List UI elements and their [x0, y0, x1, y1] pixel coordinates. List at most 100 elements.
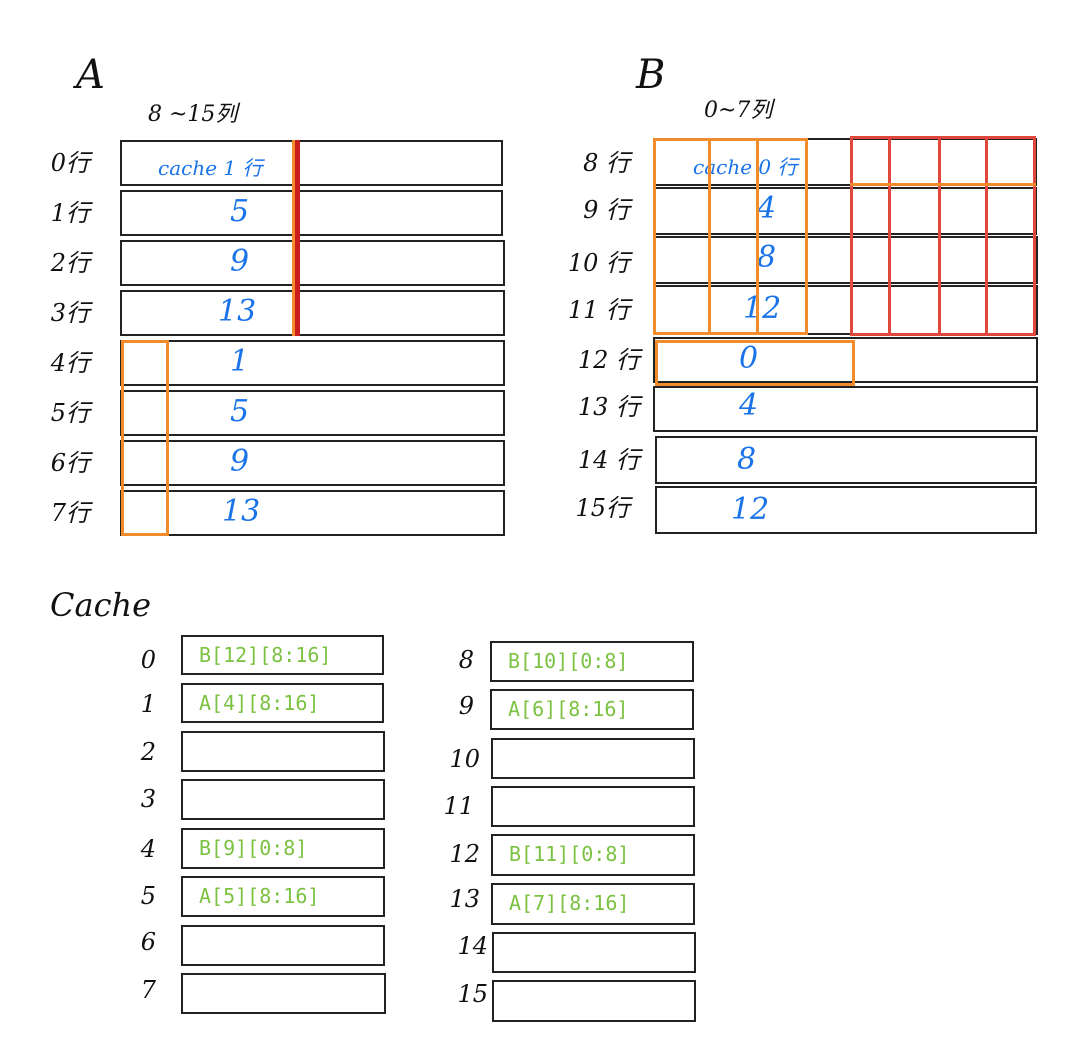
matrix-a-row: cache 1 行	[120, 140, 503, 186]
matrix-b-red-divider	[985, 136, 988, 336]
cache-slot: A[7][8:16]	[491, 883, 695, 925]
matrix-a-row-label: 6行	[50, 449, 90, 477]
cache-slot	[181, 925, 385, 966]
matrix-a-row-label: 5行	[50, 399, 90, 427]
cache-index: 15	[457, 980, 488, 1008]
matrix-a-cell-label: 9	[230, 244, 250, 279]
matrix-b-row: 0	[653, 337, 1038, 383]
matrix-a-cell-label: 13	[222, 494, 261, 529]
matrix-a-row-label: 3行	[50, 299, 90, 327]
matrix-b-row-label: 14 行	[577, 446, 640, 474]
matrix-b-red-divider	[888, 136, 891, 336]
matrix-b-row: 8	[653, 236, 1038, 284]
cache-slot-content: A[6][8:16]	[508, 697, 629, 721]
matrix-b-row: 4	[653, 187, 1037, 235]
matrix-a-row: 9	[120, 440, 505, 486]
matrix-a-row-label: 7行	[50, 499, 90, 527]
matrix-a-red-column-highlight	[294, 140, 300, 336]
matrix-b-cell-label: 0	[739, 341, 759, 376]
cache-index: 13	[449, 885, 480, 913]
matrix-a-cell-label: 5	[230, 394, 250, 429]
cache-slot	[181, 731, 385, 772]
cache-index: 6	[140, 928, 156, 956]
matrix-b-orange-divider	[708, 138, 711, 335]
cache-index: 1	[140, 690, 156, 718]
cache-slot	[491, 786, 695, 827]
matrix-a-row-label: 1行	[50, 199, 90, 227]
matrix-b-title: B	[636, 52, 666, 98]
cache-slot	[492, 932, 696, 973]
cache-slot: B[11][0:8]	[491, 834, 695, 876]
matrix-a-row: 1	[120, 340, 505, 386]
cache-slot: B[10][0:8]	[490, 641, 694, 682]
matrix-a-column-note: 8 ~15列	[148, 102, 238, 127]
cache-index: 4	[140, 835, 156, 863]
cache-slot-content: B[11][0:8]	[509, 842, 630, 866]
matrix-a-cell-label: 5	[230, 194, 250, 229]
cache-slot: A[4][8:16]	[181, 683, 384, 723]
matrix-a-cell-label: 9	[230, 444, 250, 479]
matrix-b-cell-label: 4	[739, 388, 759, 423]
cache-index: 10	[449, 745, 480, 773]
matrix-b-row: 12	[653, 285, 1038, 335]
matrix-a-row-label: 4行	[50, 349, 90, 377]
matrix-a-row: 5	[120, 190, 503, 236]
cache-slot-content: A[5][8:16]	[199, 884, 320, 908]
matrix-b-cell-label: 12	[731, 492, 770, 527]
matrix-a-row-label: 0行	[50, 149, 90, 177]
cache-slot	[181, 779, 385, 820]
matrix-a-cell-label: 1	[230, 344, 250, 379]
cache-index: 7	[140, 976, 156, 1004]
matrix-b-orange-divider	[756, 138, 759, 335]
matrix-b-cell-label: 8	[757, 240, 777, 275]
matrix-b-row-label: 11 行	[567, 296, 630, 324]
matrix-b-row-label: 13 行	[577, 393, 640, 421]
cache-slot-content: A[4][8:16]	[199, 691, 320, 715]
matrix-b-orange-block-highlight	[653, 138, 808, 335]
matrix-b-row-label: 9 行	[583, 196, 630, 224]
matrix-a-cell-label: cache 1 行	[158, 156, 263, 180]
cache-slot	[491, 738, 695, 779]
cache-index: 5	[140, 882, 156, 910]
matrix-a-row: 13	[120, 290, 505, 336]
matrix-a-cell-label: 13	[218, 294, 257, 329]
matrix-b-red-block-highlight	[850, 136, 1036, 336]
cache-index: 3	[140, 785, 156, 813]
matrix-a-row: 5	[120, 390, 505, 436]
matrix-b-row: 12	[655, 486, 1037, 534]
matrix-b-row: 4	[653, 386, 1038, 432]
matrix-b-orange-underline	[850, 183, 1036, 186]
matrix-b-cell-label: 4	[757, 191, 777, 226]
cache-slot: B[9][0:8]	[181, 828, 385, 869]
cache-index: 2	[140, 738, 156, 766]
cache-index: 8	[458, 646, 474, 674]
matrix-b-cell-label: 8	[737, 442, 757, 477]
cache-slot: B[12][8:16]	[181, 635, 384, 675]
cache-slot-content: B[12][8:16]	[199, 643, 332, 667]
cache-slot-content: B[10][0:8]	[508, 649, 629, 673]
cache-index: 14	[457, 932, 488, 960]
cache-slot	[181, 973, 386, 1014]
cache-slot-content: B[9][0:8]	[199, 836, 308, 860]
matrix-a-title: A	[76, 52, 105, 98]
matrix-b-cell-label: 12	[743, 291, 782, 326]
matrix-a-orange-column-highlight	[292, 140, 295, 336]
matrix-a-row: 13	[120, 490, 505, 536]
cache-slot	[492, 980, 696, 1022]
matrix-b-red-divider	[938, 136, 941, 336]
matrix-b-column-note: 0~7列	[704, 98, 773, 123]
cache-slot: A[5][8:16]	[181, 876, 385, 917]
matrix-b-row: 8	[655, 436, 1037, 484]
matrix-a-orange-block-highlight	[121, 340, 169, 536]
matrix-b-row-label: 12 行	[577, 346, 640, 374]
cache-index: 0	[140, 646, 156, 674]
matrix-a-row: 9	[120, 240, 505, 286]
cache-title: Cache	[50, 586, 152, 624]
cache-index: 12	[449, 840, 480, 868]
matrix-b-row-label: 8 行	[583, 149, 630, 177]
cache-index: 11	[443, 792, 474, 820]
matrix-b-orange-row-highlight	[655, 340, 855, 386]
matrix-a-row-label: 2行	[50, 249, 90, 277]
matrix-b-row-label: 15行	[575, 494, 630, 522]
matrix-b-row-label: 10 行	[567, 249, 630, 277]
